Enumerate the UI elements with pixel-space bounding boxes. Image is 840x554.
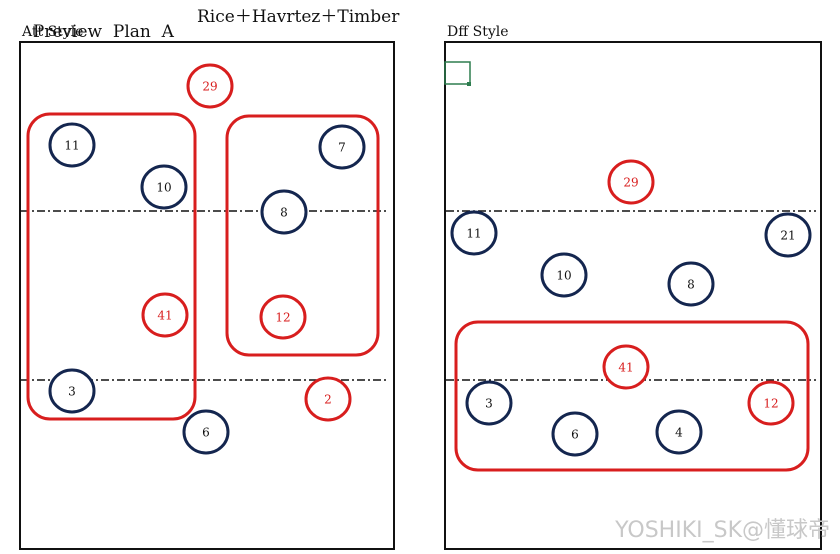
dff-player-3-label: 3 (485, 397, 493, 411)
att-player-6-label: 6 (202, 426, 210, 440)
diagram-title: Preview Plan A Rice＋Havrtez＋Timber (22, 2, 400, 62)
dff-player-3 (465, 380, 513, 426)
dff-player-41-label: 41 (618, 361, 633, 375)
att-right-group (225, 114, 380, 357)
watermark: YOSHIKI_SK@懂球帝 (615, 518, 830, 543)
dff-player-4 (655, 409, 703, 455)
dff-player-4-label: 4 (675, 426, 683, 440)
dff-player-12-label: 12 (763, 397, 778, 411)
dff-player-41 (602, 344, 650, 390)
dff-group (454, 320, 810, 472)
dff-player-8-label: 8 (687, 278, 695, 292)
att-player-10 (140, 164, 188, 210)
att-player-11 (48, 122, 96, 168)
att-player-41-label: 41 (157, 309, 172, 323)
dff-player-21-label: 21 (780, 229, 795, 243)
dff-player-12 (747, 380, 795, 426)
cell-marker-handle (467, 82, 471, 86)
att-left-group (26, 112, 197, 421)
dff-style-label: Dff Style (447, 24, 509, 40)
att-player-8-label: 8 (280, 206, 288, 220)
att-player-29 (186, 63, 234, 109)
dff-player-11 (450, 210, 498, 256)
att-player-3 (48, 368, 96, 414)
att-player-8 (260, 189, 308, 235)
att-player-7 (318, 124, 366, 170)
dff-player-6-label: 6 (571, 428, 579, 442)
title-players: Rice＋Havrtez＋Timber (197, 7, 400, 27)
att-style-label: Att Style (22, 24, 84, 40)
dff-player-29-label: 29 (623, 176, 638, 190)
att-player-10-label: 10 (156, 181, 171, 195)
att-player-29-label: 29 (202, 80, 217, 94)
title-plan: Preview Plan A (32, 22, 174, 42)
att-player-12 (259, 294, 307, 340)
att-player-2-label: 2 (324, 393, 332, 407)
dff-player-21 (764, 212, 812, 258)
dff-player-11-label: 11 (466, 227, 481, 241)
att-player-11-label: 11 (64, 139, 79, 153)
dff-player-29 (607, 159, 655, 205)
att-player-3-label: 3 (68, 385, 76, 399)
att-player-6 (182, 409, 230, 455)
dff-player-8 (667, 261, 715, 307)
dff-court (444, 41, 822, 550)
att-player-41 (141, 292, 189, 338)
att-player-2 (304, 376, 352, 422)
dff-player-6 (551, 411, 599, 457)
cell-marker (444, 61, 471, 85)
att-player-7-label: 7 (338, 141, 346, 155)
dff-player-10 (540, 252, 588, 298)
att-player-12-label: 12 (275, 311, 290, 325)
dff-player-10-label: 10 (556, 269, 571, 283)
